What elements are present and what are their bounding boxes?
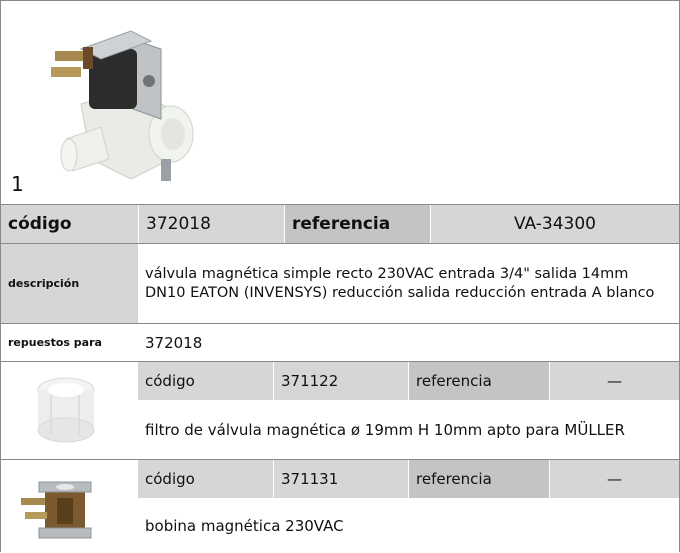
solenoid-valve-image [51,30,194,181]
part-code-value: 371122 [273,362,408,400]
description-row: descripción válvula magnética simple rec… [1,243,679,323]
code-value: 372018 [138,205,284,243]
coil-image [21,481,92,539]
code-label: código [1,205,138,243]
reference-label: referencia [284,205,430,243]
part-description: bobina magnética 230VAC [138,498,679,553]
description-label: descripción [1,244,138,323]
description-value: válvula magnética simple recto 230VAC en… [145,265,655,301]
part-code-label: código [138,460,273,498]
spare-part-item: código 371122 referencia — filtro de vál… [1,361,679,459]
spare-part-item: código 371131 referencia — bobina magnét… [1,459,679,553]
spares-label: repuestos para [1,324,138,361]
part-reference-value: — [549,460,679,498]
reference-value: VA-34300 [430,205,679,243]
product-image-panel: 1 [1,1,679,204]
part-code-value: 371131 [273,460,408,498]
product-index-number: 1 [11,172,24,196]
spares-value: 372018 [138,324,679,361]
part-image-cell [1,460,137,553]
spares-for-row: repuestos para 372018 [1,323,679,361]
part-reference-label: referencia [408,362,549,400]
part-image-cell [1,362,137,459]
description-text: válvula magnética simple recto 230VAC en… [138,244,679,323]
part-description: filtro de válvula magnética ø 19mm H 10m… [138,400,679,459]
code-reference-row: código 372018 referencia VA-34300 [1,204,679,243]
filter-image [37,377,95,443]
part-reference-label: referencia [408,460,549,498]
part-code-label: código [138,362,273,400]
part-reference-value: — [549,362,679,400]
